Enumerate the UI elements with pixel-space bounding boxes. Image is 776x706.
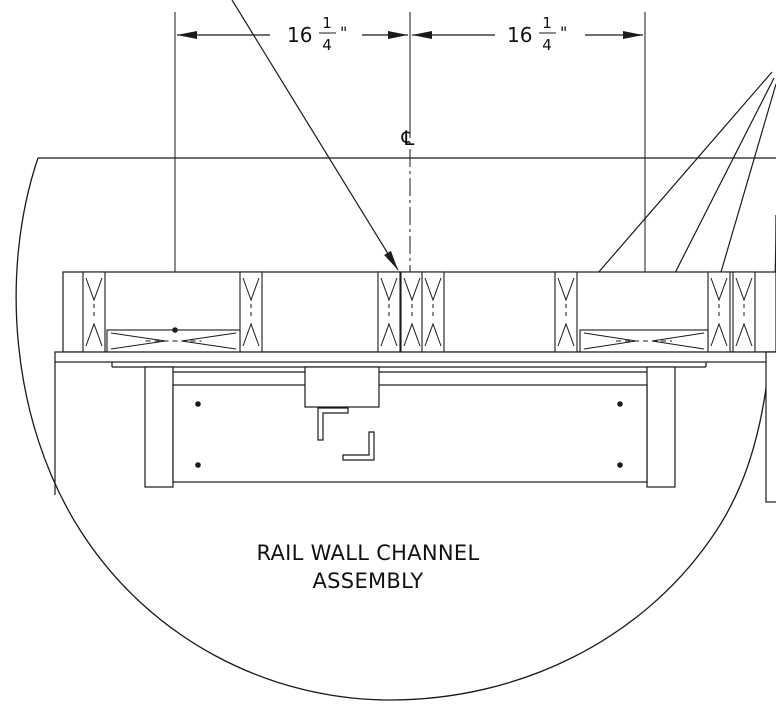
dim-left-whole: 16: [287, 23, 312, 47]
center-block: [304, 366, 380, 408]
stud: [239, 271, 263, 353]
stud: [400, 271, 424, 353]
dim-right-denominator: 4: [542, 36, 552, 54]
bolt-hole: [617, 401, 623, 407]
bolt-hole: [195, 401, 201, 407]
dim-right-numerator: 1: [542, 14, 552, 32]
detail-boundary: [15, 157, 776, 701]
dim-left-unit: ": [340, 23, 347, 42]
angle-clip-upper: [317, 407, 349, 441]
stud: [732, 271, 756, 353]
sill-plate: [54, 351, 776, 363]
channel-flange-right: [646, 366, 676, 488]
dim-left-denominator: 4: [322, 36, 332, 54]
dimension-left-label: 16 1 4 ": [287, 14, 347, 54]
leader-center-stud: [231, 0, 399, 271]
plates: [106, 327, 709, 353]
bolt-hole: [617, 462, 623, 468]
caption-line-2: ASSEMBLY: [313, 569, 424, 593]
right-post: [765, 351, 776, 503]
reference-point: [172, 327, 178, 333]
detail-circle-arc: [15, 157, 776, 701]
channel-web: [172, 384, 648, 483]
bolt-hole: [195, 462, 201, 468]
caption-line-1: RAIL WALL CHANNEL: [256, 541, 479, 565]
stud: [707, 271, 731, 353]
dim-right-unit: ": [560, 23, 567, 42]
stud: [554, 271, 578, 353]
flat-plate: [579, 329, 709, 353]
wall-assembly: [54, 271, 776, 503]
dim-right-whole: 16: [507, 23, 532, 47]
stud: [377, 271, 401, 353]
dim-left-numerator: 1: [322, 14, 332, 32]
stud: [421, 271, 445, 353]
studs: [82, 271, 756, 353]
leader-stud-a: [577, 71, 773, 297]
stud: [82, 271, 106, 353]
channel-flange-left: [144, 366, 174, 488]
flat-plate: [106, 329, 241, 353]
leader-stud-c: [713, 83, 776, 297]
centerline-symbol: ℄: [401, 126, 415, 150]
dimension-right-label: 16 1 4 ": [507, 14, 567, 54]
angle-clip-lower: [342, 431, 375, 461]
